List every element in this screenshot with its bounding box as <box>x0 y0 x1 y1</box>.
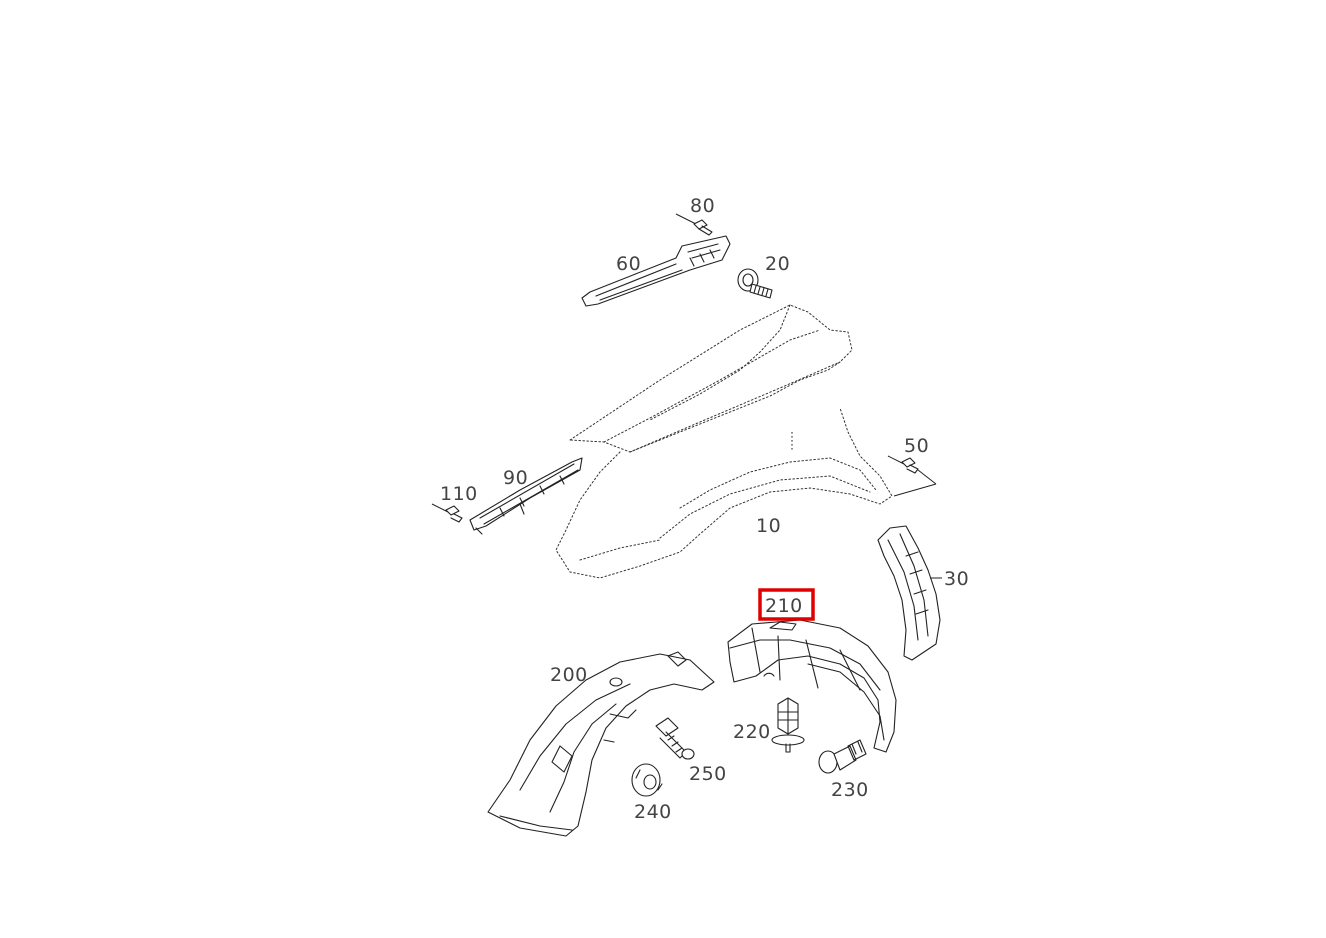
callout-250[interactable]: 250 <box>689 763 727 785</box>
part-230-clip[interactable] <box>818 739 867 774</box>
callout-50[interactable]: 50 <box>904 435 929 457</box>
part-10-fender[interactable] <box>555 304 893 579</box>
callout-230[interactable]: 230 <box>831 779 869 801</box>
callout-30[interactable]: 30 <box>944 568 969 590</box>
callout-200[interactable]: 200 <box>550 664 588 686</box>
highlight-box <box>758 588 815 621</box>
callout-20[interactable]: 20 <box>765 253 790 275</box>
callout-240[interactable]: 240 <box>634 801 672 823</box>
callout-90[interactable]: 90 <box>503 467 528 489</box>
part-210-wheel-liner[interactable] <box>727 619 897 753</box>
callout-10[interactable]: 10 <box>756 515 781 537</box>
part-220-expansion-rivet[interactable] <box>771 697 805 753</box>
part-110-bolt[interactable] <box>431 503 463 523</box>
part-30-inner-bracket[interactable] <box>877 525 942 661</box>
callout-220[interactable]: 220 <box>733 721 771 743</box>
callout-210[interactable]: 210 <box>765 595 803 617</box>
callout-110[interactable]: 110 <box>440 483 478 505</box>
part-20-washer-bolt[interactable] <box>737 268 773 299</box>
part-250-push-rivet[interactable] <box>655 717 695 760</box>
part-50-bolt[interactable] <box>887 455 937 497</box>
part-200-wheel-liner[interactable] <box>487 651 715 837</box>
part-90-bracket[interactable] <box>469 457 583 535</box>
callout-60[interactable]: 60 <box>616 253 641 275</box>
callout-80[interactable]: 80 <box>690 195 715 217</box>
part-80-bolt[interactable] <box>675 213 713 236</box>
part-240-round-nut[interactable] <box>631 763 663 797</box>
part-60-bracket[interactable] <box>581 235 731 307</box>
callout-210-highlight[interactable]: 210 <box>758 588 815 621</box>
